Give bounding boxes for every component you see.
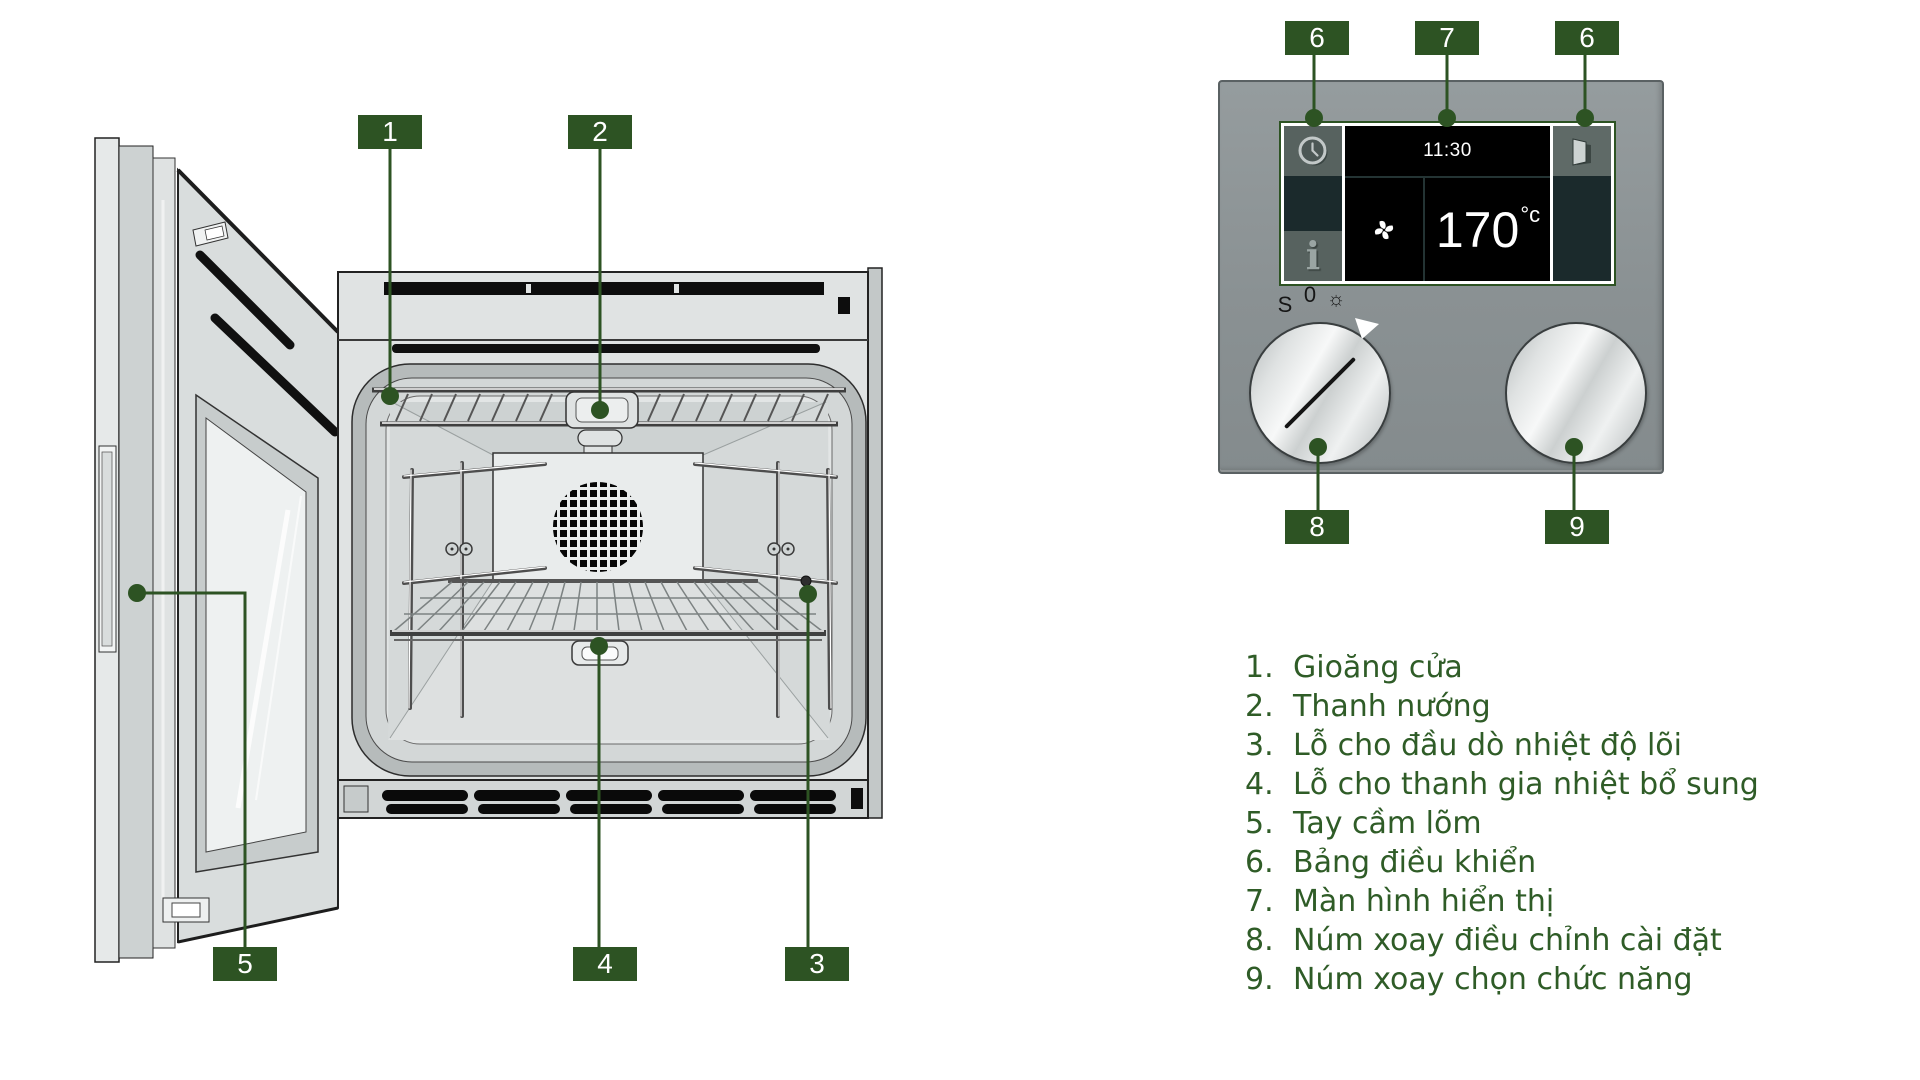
callout-box-3: 3: [785, 947, 849, 981]
open-door-icon: [1572, 138, 1591, 166]
legend-item-number: 5.: [1245, 806, 1274, 841]
callout-box-8: 8: [1285, 510, 1349, 544]
door-glass: [195, 393, 319, 873]
callout-box-4: 4: [573, 947, 637, 981]
display-temperature: 170: [1435, 201, 1520, 258]
oven-door: [94, 137, 340, 963]
legend-item: 4. Lỗ cho thanh gia nhiệt bổ sung: [1245, 765, 1759, 804]
callout-box-7: 7: [1415, 21, 1479, 55]
legend-item-number: 9.: [1245, 962, 1274, 997]
legend-item-label: Thanh nướng: [1293, 689, 1491, 724]
display-time-row: 11:30: [1345, 126, 1550, 178]
legend-item-label: Núm xoay điều chỉnh cài đặt: [1293, 923, 1722, 958]
legend-item-label: Lỗ cho thanh gia nhiệt bổ sung: [1293, 767, 1759, 802]
display-temperature-unit: °c: [1520, 201, 1541, 227]
legend-item-label: Bảng điều khiển: [1293, 845, 1537, 880]
legend-item-label: Gioăng cửa: [1293, 650, 1463, 685]
legend-item-number: 3.: [1245, 728, 1274, 763]
oven-cavity: [388, 401, 830, 740]
info-button[interactable]: i: [1284, 231, 1342, 281]
fan-icon: [1374, 220, 1394, 239]
legend-item-number: 6.: [1245, 845, 1274, 880]
callout-box-6-right: 6: [1555, 21, 1619, 55]
legend-item-number: 4.: [1245, 767, 1274, 802]
legend-item-number: 1.: [1245, 650, 1274, 685]
callout-box-1: 1: [358, 115, 422, 149]
legend-item-number: 8.: [1245, 923, 1274, 958]
info-icon: i: [1305, 233, 1321, 278]
callout-box-2: 2: [568, 115, 632, 149]
oven-body: [337, 267, 883, 819]
knob-indicator-line: [1283, 356, 1357, 430]
display-time: 11:30: [1423, 140, 1472, 161]
legend-item: 1. Gioăng cửa: [1245, 648, 1759, 687]
callout-box-6-left: 6: [1285, 21, 1349, 55]
door-button[interactable]: [1553, 126, 1611, 176]
door-handle-recess: [98, 445, 117, 653]
door-vent-slot: [195, 250, 295, 350]
legend-item-label: Tay cầm lõm: [1293, 806, 1482, 841]
side-rails-left: [402, 461, 547, 718]
legend-item: 7. Màn hình hiển thị: [1245, 882, 1759, 921]
knob-mark-zero: 0: [1303, 282, 1317, 307]
function-knob[interactable]: [1505, 322, 1647, 464]
temperature-cell: 170 °c: [1425, 178, 1550, 281]
legend: 1. Gioăng cửa 2. Thanh nướng 3. Lỗ cho đầu …: [1245, 648, 1759, 999]
knob-mark-s: S: [1277, 292, 1293, 317]
clock-button[interactable]: [1284, 126, 1342, 176]
fan-grille: [553, 482, 643, 572]
legend-item: 2. Thanh nướng: [1245, 687, 1759, 726]
knob-pointer-triangle-icon: [1355, 318, 1379, 339]
clock-icon: [1298, 136, 1328, 166]
legend-item-label: Màn hình hiển thị: [1293, 884, 1555, 919]
legend-item: 9. Núm xoay chọn chức năng: [1245, 960, 1759, 999]
legend-item-number: 7.: [1245, 884, 1274, 919]
legend-item: 3. Lỗ cho đầu dò nhiệt độ lõi: [1245, 726, 1759, 765]
legend-item: 6. Bảng điều khiển: [1245, 843, 1759, 882]
legend-item: 8. Núm xoay điều chỉnh cài đặt: [1245, 921, 1759, 960]
callout-box-5: 5: [213, 947, 277, 981]
legend-item-label: Núm xoay chọn chức năng: [1293, 962, 1693, 997]
door-vent-slot: [210, 313, 340, 437]
light-symbol-icon: ☼: [1326, 288, 1346, 311]
control-panel: i 11:30 1: [1218, 80, 1664, 474]
legend-item-number: 2.: [1245, 689, 1274, 724]
display-screen: 11:30 170 °c: [1345, 126, 1550, 281]
bottom-vent-band: [337, 779, 869, 819]
side-rails-right: [693, 461, 838, 718]
settings-knob[interactable]: [1249, 322, 1391, 464]
legend-item-label: Lỗ cho đầu dò nhiệt độ lõi: [1293, 728, 1682, 763]
door-hinge: [162, 897, 210, 923]
callout-box-9: 9: [1545, 510, 1609, 544]
probe-hole: [800, 575, 812, 587]
display-left-blank-cell: [1284, 176, 1342, 231]
display-block: i 11:30 1: [1279, 121, 1616, 286]
legend-item: 5. Tay cầm lõm: [1245, 804, 1759, 843]
oven-diagram: [94, 137, 883, 963]
fan-mode-cell: [1345, 178, 1425, 281]
display-left-buttons: i: [1284, 126, 1342, 281]
display-right-blank-cell: [1553, 176, 1611, 281]
display-right-buttons: [1553, 126, 1611, 281]
